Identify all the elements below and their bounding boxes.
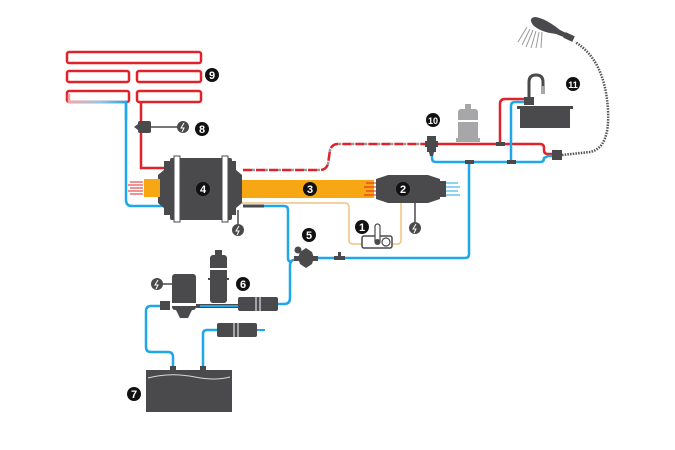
heat-lines-left — [128, 181, 143, 195]
label-3: 3 — [303, 182, 317, 196]
intake-air-lines — [446, 182, 460, 196]
sink-and-shower — [517, 17, 610, 160]
hot-pipe-loop-feed — [139, 102, 168, 170]
loop-row-2-right — [135, 69, 203, 84]
cold-pipe-heater-to-regulator — [264, 204, 293, 264]
loop-row-3-right — [135, 89, 203, 104]
electric-icon — [177, 121, 189, 133]
pressure-regulator — [294, 246, 318, 268]
label-6: 6 — [236, 277, 250, 291]
label-7: 7 — [127, 387, 141, 401]
svg-text:9: 9 — [209, 70, 215, 82]
label-11: 11 — [566, 77, 580, 91]
svg-text:7: 7 — [131, 389, 137, 401]
label-4: 4 — [196, 182, 210, 196]
cold-main-pipe — [312, 162, 471, 260]
control-wire — [242, 202, 362, 245]
fresh-water-tank — [146, 366, 232, 412]
cold-pipe-loop-return — [124, 104, 168, 208]
sink-basin — [520, 108, 570, 128]
loop-outlet-pipe — [67, 94, 128, 120]
label-1: 1 — [355, 220, 369, 234]
loop-row-3-left — [65, 89, 131, 104]
hot-pipe-out — [436, 142, 552, 156]
label-9: 9 — [205, 68, 219, 82]
circulation-pump — [134, 121, 189, 133]
expansion-tank — [456, 104, 480, 142]
svg-text:11: 11 — [568, 80, 578, 90]
cold-pipe-to-sink — [509, 100, 524, 162]
electric-icon — [151, 278, 163, 290]
faucet — [527, 73, 545, 104]
loop-row-1 — [65, 50, 203, 65]
svg-text:6: 6 — [240, 279, 246, 291]
label-2: 2 — [396, 182, 410, 196]
cold-pipe-manifold — [430, 152, 552, 164]
inline-filter-fill — [217, 323, 265, 337]
cold-pipe-pump-to-regulator — [276, 258, 295, 306]
heater-exhaust-left — [144, 179, 160, 197]
tank-fill-pipe — [201, 328, 217, 368]
control-panel-thermostat — [361, 223, 393, 249]
svg-text:10: 10 — [428, 116, 438, 126]
hot-pipe-to-sink — [498, 97, 524, 144]
hot-pipe-dashed — [243, 142, 428, 172]
label-5: 5 — [302, 228, 316, 242]
electric-icon — [409, 222, 421, 234]
svg-text:4: 4 — [200, 184, 207, 196]
label-10: 10 — [426, 113, 440, 127]
svg-text:5: 5 — [306, 230, 312, 242]
shower-hose — [561, 40, 610, 157]
electric-icon — [232, 224, 244, 236]
shower-head — [530, 17, 568, 38]
number-labels: 1 2 3 4 5 6 7 8 9 10 11 — [127, 68, 580, 401]
svg-text:1: 1 — [359, 222, 365, 234]
loop-row-2-left — [65, 69, 131, 84]
control-wire-burner — [392, 203, 402, 245]
underfloor-heating-loop — [65, 50, 203, 104]
label-8: 8 — [195, 122, 209, 136]
pump-and-accumulator — [151, 250, 278, 318]
water-heater — [158, 155, 242, 223]
svg-text:2: 2 — [400, 184, 406, 196]
water-spray — [517, 26, 543, 49]
svg-text:8: 8 — [199, 124, 205, 136]
mixing-valve — [425, 136, 438, 156]
cold-pipe-tank-to-pump — [144, 304, 175, 368]
svg-text:3: 3 — [307, 184, 313, 196]
